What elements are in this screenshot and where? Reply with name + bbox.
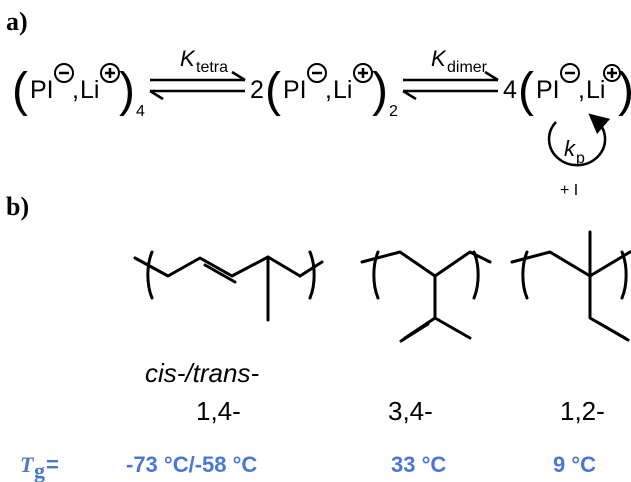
backbone (133, 255, 302, 278)
li-label: Li (80, 76, 99, 104)
li-label: Li (333, 76, 352, 104)
monomer-species: 4 ( PI , Li ) (503, 63, 631, 117)
isomer-name-3-4: 3,4- (388, 396, 433, 426)
minus-charge-icon (307, 63, 327, 83)
isomer-name-1-4: 1,4- (196, 396, 241, 426)
close-paren: ) (372, 64, 388, 117)
open-bracket (146, 250, 154, 300)
pi-label: PI (30, 76, 54, 104)
add-monomer-label: + I (560, 182, 578, 199)
double-bond (203, 263, 237, 284)
pi-label: PI (283, 76, 307, 104)
structure-1-2 (510, 230, 631, 342)
li-label: Li (586, 76, 605, 104)
minus-charge-icon (54, 63, 74, 83)
tg-row: T g = -73 °C/-58 °C 33 °C 9 °C (20, 452, 596, 482)
open-paren: ( (518, 64, 534, 117)
k-tetra-sub: tetra (196, 59, 228, 76)
isomer-name-1-2: 1,2- (560, 396, 605, 426)
backbone (360, 250, 492, 278)
structure-3-4 (360, 250, 492, 343)
panel-a-label: a) (6, 7, 28, 36)
tg-label-sub: g (34, 458, 45, 482)
close-paren: ) (119, 64, 135, 117)
tg-label-main: T (20, 452, 35, 477)
equilibrium-arrow-dimer: K dimer (402, 46, 499, 101)
plus-charge-icon (353, 63, 373, 83)
open-paren: ( (265, 64, 281, 117)
minus-charge-icon (560, 63, 580, 83)
circular-arrow-icon (547, 113, 611, 167)
plus-charge-icon (100, 63, 120, 83)
propagation-cycle: k p + I (547, 113, 611, 199)
tetramer-species: ( PI , Li ) 4 (12, 63, 145, 120)
tetramer-subscript: 4 (136, 103, 145, 120)
close-bracket (620, 250, 628, 300)
pi-label: PI (536, 76, 560, 104)
cis-trans-label: cis-/trans- (145, 358, 259, 388)
k-tetra-main: K (180, 46, 196, 71)
dimer-species: 2 ( PI , Li ) 2 (250, 63, 398, 120)
equilibrium-arrow-tetra: K tetra (149, 46, 246, 101)
structure-1-4 (133, 250, 324, 322)
k-dimer-sub: dimer (447, 59, 488, 76)
monomer-coefficient: 4 (503, 76, 517, 104)
dimer-coefficient: 2 (250, 76, 264, 104)
open-bracket (521, 250, 529, 300)
k-dimer-main: K (431, 46, 447, 71)
backbone (510, 250, 631, 278)
kp-main: k (564, 136, 576, 161)
panel-b-label: b) (6, 192, 29, 221)
kp-sub: p (576, 150, 585, 167)
close-paren: ) (618, 64, 631, 117)
tg-label-eq: = (46, 452, 59, 477)
close-bracket (472, 250, 480, 300)
tg-value-1-4: -73 °C/-58 °C (126, 452, 257, 477)
tg-value-1-2: 9 °C (553, 452, 596, 477)
dimer-subscript: 2 (389, 103, 398, 120)
tg-value-3-4: 33 °C (391, 452, 446, 477)
close-bracket (308, 250, 316, 300)
open-paren: ( (12, 64, 28, 117)
vinyl-double-bond (399, 322, 430, 343)
open-bracket (372, 250, 380, 300)
vinyl-double-bond (595, 320, 630, 342)
comma: , (325, 76, 332, 104)
comma: , (72, 76, 79, 104)
side-chain-methyl (433, 316, 472, 340)
comma: , (578, 76, 585, 104)
plus-charge-icon (603, 64, 621, 82)
